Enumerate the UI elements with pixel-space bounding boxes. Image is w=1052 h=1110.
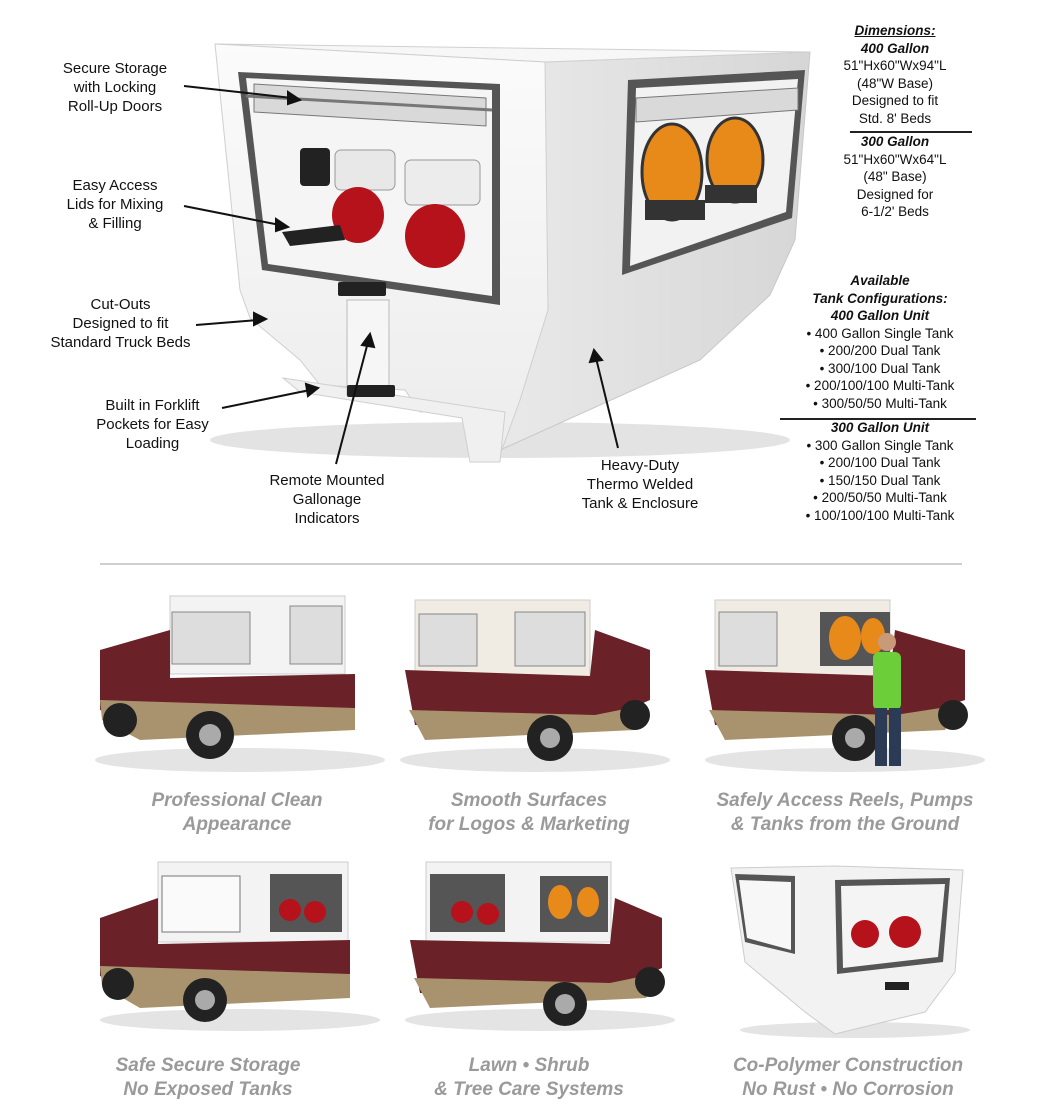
config-heading-2: Tank Configurations: [812,290,948,306]
configurations-divider [780,418,976,420]
callout-line: Cut-Outs [90,296,151,313]
callout-line: Designed to fit [72,315,169,332]
dimensions-block: Dimensions: 400 Gallon 51"Hx60"Wx94"L (4… [810,22,980,221]
configurations-block: Available Tank Configurations: 400 Gallo… [780,272,980,524]
callout-access-lids: Easy Access Lids for Mixing & Filling [40,176,190,233]
caption-safe-storage: Safe Secure Storage No Exposed Tanks [58,1054,358,1102]
caption-line: for Logos & Marketing [428,814,630,835]
callout-cut-outs: Cut-Outs Designed to fit Standard Truck … [28,295,213,352]
callout-line: Indicators [294,510,360,527]
truck-photo-5 [405,861,675,1031]
callout-roll-up-doors: Secure Storage with Locking Roll-Up Door… [40,59,190,116]
callout-line: Roll-Up Doors [67,98,163,115]
caption-line: & Tanks from the Ground [730,814,960,835]
dim-line: Std. 8' Beds [858,110,932,126]
config-item: • 200/50/50 Multi-Tank [813,490,947,505]
caption-line: Smooth Surfaces [450,790,608,811]
config-item: • 300 Gallon Single Tank [806,437,954,453]
enclosure-photo-6 [730,865,970,1038]
caption-line: Professional Clean [151,790,323,811]
caption-smooth-surfaces: Smooth Surfaces for Logos & Marketing [379,789,679,837]
caption-line: & Tree Care Systems [434,1079,624,1100]
callout-line: & Filling [88,215,142,232]
dim-line: Designed for [856,186,934,202]
callout-line: with Locking [73,79,157,96]
callout-line: Secure Storage [62,60,168,77]
caption-lawn-shrub: Lawn • Shrub & Tree Care Systems [379,1054,679,1102]
caption-line: No Rust • No Corrosion [742,1079,954,1100]
caption-line: Appearance [182,814,292,835]
callout-line: Loading [125,435,180,452]
caption-safely-access: Safely Access Reels, Pumps & Tanks from … [685,789,1005,837]
unit-300-title: 300 Gallon Unit [830,420,930,435]
unit-400-title: 400 Gallon Unit [830,308,930,323]
callout-line: Heavy-Duty [600,457,680,474]
truck-photo-3 [705,599,985,772]
caption-professional-clean: Professional Clean Appearance [87,789,387,837]
dim-line: 51"Hx60"Wx94"L [843,58,947,73]
callout-line: Gallonage [292,491,362,508]
caption-line: Co-Polymer Construction [732,1055,964,1076]
config-item: • 200/100/100 Multi-Tank [805,378,955,393]
callout-line: Remote Mounted [269,472,385,489]
truck-photo-1 [95,595,385,772]
dim-line: 6-1/2' Beds [861,204,929,219]
callout-thermo-welded: Heavy-Duty Thermo Welded Tank & Enclosur… [565,456,715,513]
config-item: • 300/50/50 Multi-Tank [813,395,947,411]
truck-photo-4 [100,861,380,1031]
dim-400-title: 400 Gallon [860,40,930,56]
caption-line: Safely Access Reels, Pumps [716,790,974,811]
caption-co-polymer: Co-Polymer Construction No Rust • No Cor… [698,1054,998,1102]
dim-line: (48" Base) [863,169,927,184]
config-item: • 400 Gallon Single Tank [806,325,954,341]
callout-line: Built in Forklift [105,397,200,414]
config-item: • 150/150 Dual Tank [819,472,941,488]
callout-line: Easy Access [72,177,158,194]
caption-line: Safe Secure Storage [115,1055,301,1076]
config-item: • 200/200 Dual Tank [819,343,941,358]
section-divider [100,563,962,565]
callout-line: Pockets for Easy [96,416,209,433]
dimensions-heading: Dimensions: [854,23,936,38]
dim-line: Designed to fit [851,93,939,108]
config-item: • 200/100 Dual Tank [819,455,941,470]
callout-line: Standard Truck Beds [50,334,191,351]
caption-line: Lawn • Shrub [468,1055,590,1076]
callout-line: Tank & Enclosure [581,495,699,512]
truck-photo-2 [400,599,670,772]
enclosure-illustration [183,43,811,465]
caption-line: No Exposed Tanks [123,1079,293,1100]
dim-line: (48"W Base) [856,75,934,91]
config-item: • 300/100 Dual Tank [819,360,941,376]
callout-gallonage: Remote Mounted Gallonage Indicators [252,471,402,528]
config-heading-1: Available [850,273,910,288]
dimensions-divider [850,131,972,133]
dim-300-title: 300 Gallon [860,134,930,149]
callout-line: Thermo Welded [586,476,694,493]
dim-line: 51"Hx60"Wx64"L [843,151,947,167]
config-item: • 100/100/100 Multi-Tank [805,507,955,523]
callout-line: Lids for Mixing [66,196,164,213]
callout-forklift: Built in Forklift Pockets for Easy Loadi… [80,396,225,453]
